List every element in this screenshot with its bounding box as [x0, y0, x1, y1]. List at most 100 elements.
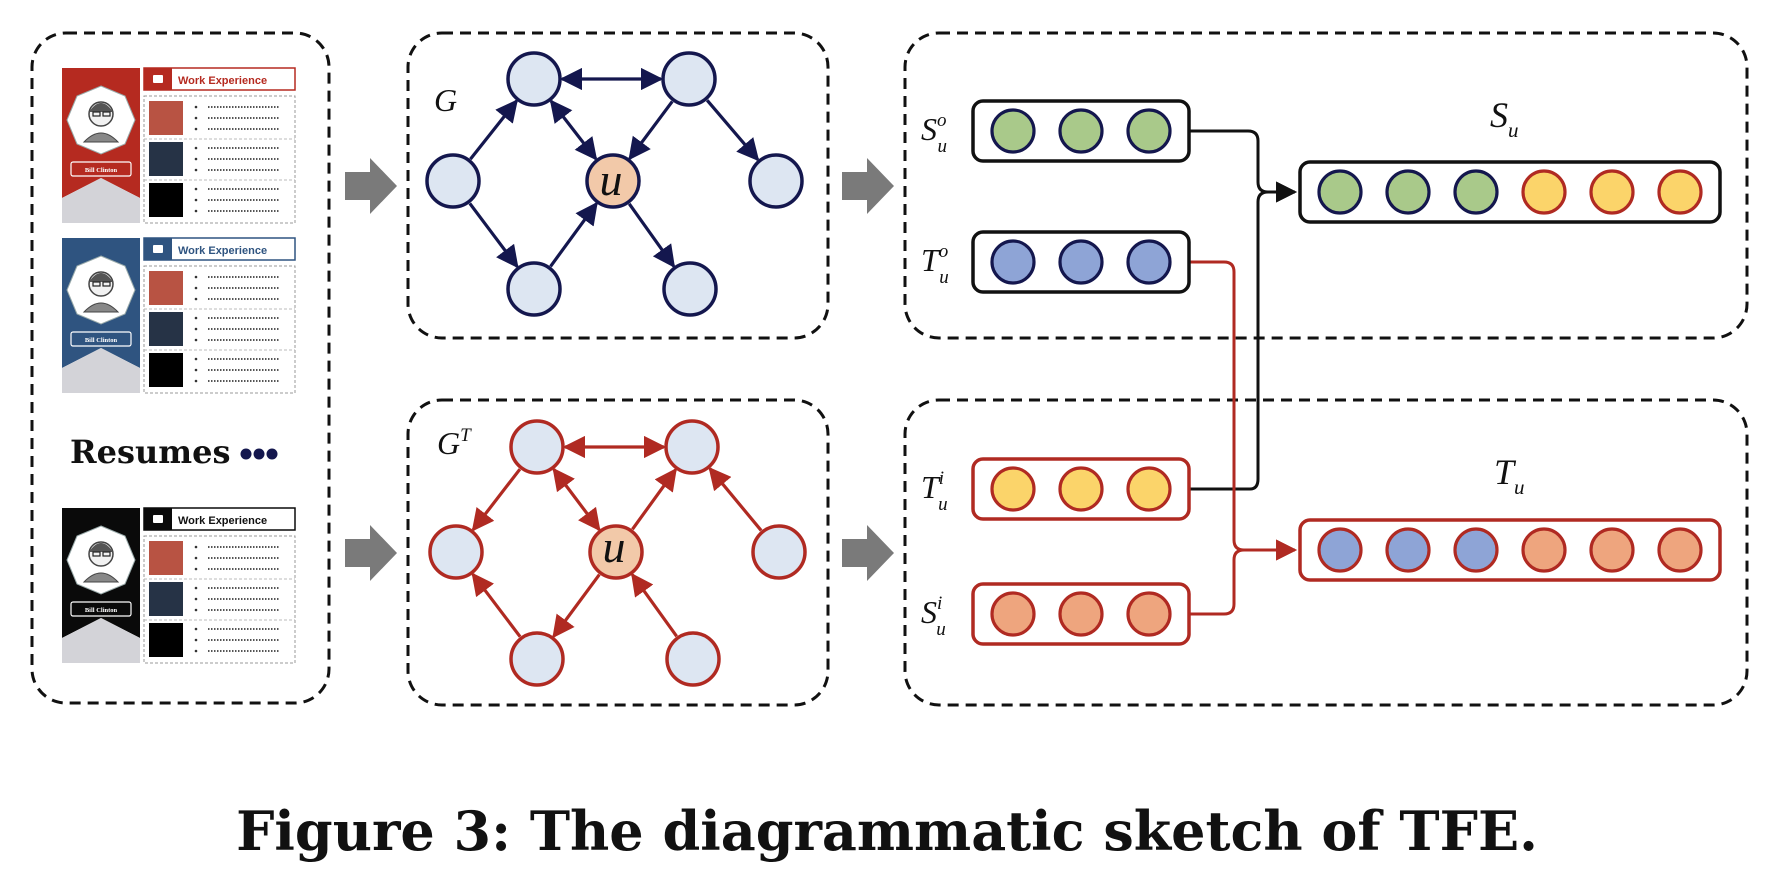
figure-caption: Figure 3: The diagrammatic sketch of TFE… — [236, 799, 1538, 863]
feature-unit — [1385, 527, 1431, 573]
vector-box — [1298, 160, 1722, 224]
entry-thumbnail — [149, 101, 183, 135]
resume-ribbon-tail — [62, 178, 140, 223]
graph-edge — [552, 573, 601, 639]
graph-node — [425, 153, 481, 209]
feature-unit — [1657, 169, 1703, 215]
feature-unit — [1126, 239, 1172, 285]
graph-gt: u GT — [428, 419, 807, 687]
graph-node — [748, 153, 804, 209]
graph-g: u G — [425, 51, 804, 317]
graph-gt-label: GT — [437, 425, 472, 461]
entries-frame — [143, 95, 296, 224]
resume-name: Bill Clinton — [85, 607, 118, 614]
flow-arrow-icon — [345, 525, 397, 581]
avatar-icon — [82, 271, 120, 313]
graph-node — [751, 524, 807, 580]
entry-thumbnail — [149, 353, 183, 387]
graph-center-node — [585, 153, 641, 209]
graph-g-panel — [406, 31, 830, 340]
graph-node — [509, 419, 565, 475]
graph-node — [664, 419, 720, 475]
feature-unit — [1058, 108, 1104, 154]
graph-edge — [628, 100, 674, 161]
feature-unit — [990, 466, 1036, 512]
graph-edge — [631, 467, 677, 531]
in-feature-panel — [903, 398, 1749, 707]
graph-node — [506, 51, 562, 107]
graph-node — [509, 631, 565, 687]
feature-unit — [1126, 108, 1172, 154]
feature-unit — [990, 108, 1036, 154]
section-title: Work Experience — [178, 245, 267, 257]
avatar-icon — [82, 541, 120, 583]
vector-s-in — [971, 582, 1191, 646]
entry-thumbnail — [149, 582, 183, 616]
feature-unit — [1453, 527, 1499, 573]
entries-frame — [143, 535, 296, 664]
graph-edge — [471, 468, 522, 532]
vector-t-u — [1298, 518, 1722, 582]
vector-t-in — [971, 457, 1191, 521]
graph-node — [661, 51, 717, 107]
flow-arrow-icon — [345, 158, 397, 214]
feature-unit — [990, 591, 1036, 637]
graph-edge — [552, 467, 601, 532]
graph-center-label: u — [603, 521, 626, 572]
feature-unit — [1058, 239, 1104, 285]
graph-center-label: u — [600, 154, 623, 205]
name-plate — [70, 601, 132, 617]
resume-ribbon-tail — [62, 348, 140, 393]
entry-thumbnail — [149, 541, 183, 575]
more-dots-icon — [240, 448, 278, 460]
graph-edge — [631, 572, 678, 638]
graph-node — [665, 631, 721, 687]
graph-edges — [468, 67, 760, 269]
out-feature-panel — [903, 31, 1749, 340]
feature-unit — [1589, 169, 1635, 215]
feature-unit — [1317, 527, 1363, 573]
vector-connectors — [1188, 129, 1298, 616]
entry-thumbnail — [149, 623, 183, 657]
name-plate — [70, 331, 132, 347]
feature-unit — [1058, 591, 1104, 637]
vector-box — [1298, 518, 1722, 582]
vector-s-u — [1298, 160, 1722, 224]
entries-frame — [143, 265, 296, 394]
graph-center-node — [588, 524, 644, 580]
vector-t-out — [971, 230, 1191, 294]
vector-s-out — [971, 99, 1191, 163]
entry-thumbnail — [149, 271, 183, 305]
feature-unit — [1521, 169, 1567, 215]
graph-edge — [549, 99, 598, 161]
graph-edge — [627, 202, 676, 269]
resumes-panel — [30, 31, 331, 705]
graph-edge — [469, 99, 518, 161]
section-title: Work Experience — [178, 75, 267, 87]
resume-ribbon-tail — [62, 618, 140, 663]
graph-node — [428, 524, 484, 580]
section-title: Work Experience — [178, 515, 267, 527]
resumes-label: Resumes — [70, 433, 230, 471]
graph-edges — [471, 435, 763, 639]
resume-name: Bill Clinton — [85, 167, 118, 174]
feature-unit — [1521, 527, 1567, 573]
graph-nodes — [425, 51, 804, 317]
graph-edge — [468, 202, 519, 269]
graph-edge — [549, 201, 598, 268]
feature-unit — [1317, 169, 1363, 215]
graph-edge — [705, 99, 760, 162]
feature-unit — [990, 239, 1036, 285]
feature-unit — [1126, 591, 1172, 637]
feature-unit — [1058, 466, 1104, 512]
flow-arrow-icon — [842, 525, 894, 581]
graph-node — [662, 261, 718, 317]
entry-thumbnail — [149, 142, 183, 176]
feature-unit — [1657, 527, 1703, 573]
